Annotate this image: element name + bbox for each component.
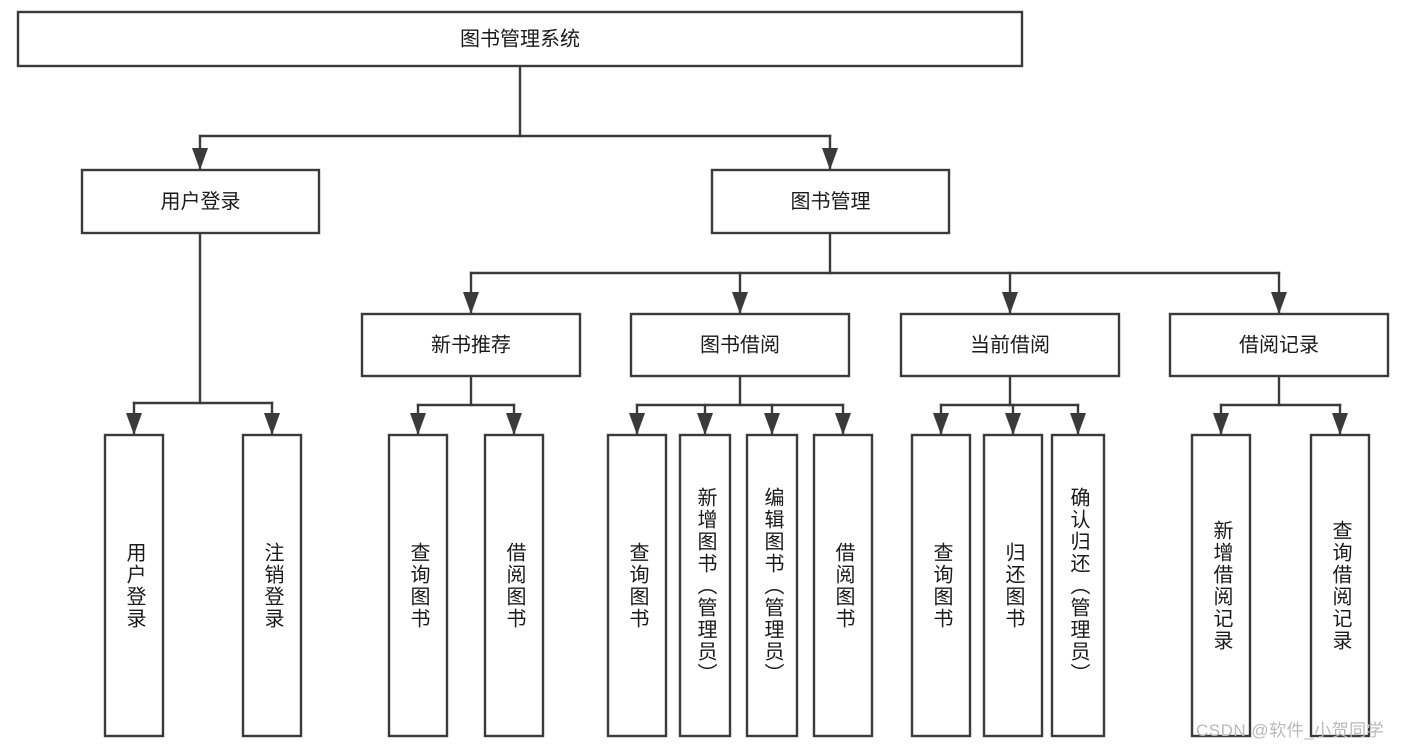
arrow-head-icon	[629, 413, 645, 435]
node-box-leaf-edit-book-admin[interactable]	[745, 433, 799, 738]
node-label-book-manage: 图书管理	[791, 190, 871, 213]
arrow-head-icon	[1213, 413, 1229, 435]
node-box-leaf-query-book-3[interactable]	[910, 433, 972, 738]
node-label-new-book-recommend: 新书推荐	[431, 333, 511, 356]
node-box-borrow-record[interactable]	[1168, 312, 1390, 378]
node-label-current-borrow: 当前借阅	[970, 333, 1050, 356]
arrow-head-icon	[732, 292, 748, 314]
arrow-head-icon	[126, 413, 142, 435]
node-box-layer	[16, 10, 1390, 738]
node-label-borrow-record: 借阅记录	[1239, 333, 1319, 356]
node-box-new-book-recommend[interactable]	[360, 312, 582, 378]
arrow-head-icon	[506, 413, 522, 435]
arrow-head-icon	[463, 292, 479, 314]
arrow-head-icon	[1271, 292, 1287, 314]
node-box-current-borrow[interactable]	[899, 312, 1121, 378]
node-box-leaf-return-book[interactable]	[982, 433, 1044, 738]
arrow-head-icon	[1002, 292, 1018, 314]
node-box-root[interactable]	[16, 10, 1024, 68]
arrow-head-icon	[1005, 413, 1021, 435]
arrow-head-icon	[822, 148, 838, 170]
arrow-head-icon	[933, 413, 949, 435]
node-label-root: 图书管理系统	[460, 27, 580, 50]
node-box-book-borrow[interactable]	[629, 312, 851, 378]
connector-layer	[126, 64, 1348, 436]
csdn-watermark: CSDN @软件_小贺同学	[1196, 721, 1385, 740]
node-box-leaf-add-book-admin[interactable]	[678, 433, 732, 738]
node-box-leaf-user-login[interactable]	[103, 433, 165, 738]
node-box-book-manage[interactable]	[710, 168, 951, 235]
arrow-head-icon	[1332, 413, 1348, 435]
node-box-leaf-query-borrow-record[interactable]	[1309, 433, 1371, 738]
arrow-head-icon	[264, 413, 280, 435]
node-box-leaf-borrow-book-1[interactable]	[483, 433, 545, 738]
arrow-head-icon	[835, 413, 851, 435]
node-box-user-login[interactable]	[80, 168, 321, 235]
node-box-leaf-add-borrow-record[interactable]	[1190, 433, 1252, 738]
node-box-leaf-confirm-return-admin[interactable]	[1050, 433, 1106, 738]
arrow-head-icon	[764, 413, 780, 435]
node-label-user-login: 用户登录	[161, 190, 241, 213]
arrow-head-icon	[410, 413, 426, 435]
node-box-leaf-logout[interactable]	[241, 433, 303, 738]
arrow-head-icon	[1070, 413, 1086, 435]
arrow-head-icon	[192, 148, 208, 170]
node-box-leaf-query-book-1[interactable]	[387, 433, 449, 738]
node-label-book-borrow: 图书借阅	[700, 333, 780, 356]
node-box-leaf-query-book-2[interactable]	[606, 433, 668, 738]
arrow-head-icon	[697, 413, 713, 435]
node-box-leaf-borrow-book-2[interactable]	[812, 433, 874, 738]
